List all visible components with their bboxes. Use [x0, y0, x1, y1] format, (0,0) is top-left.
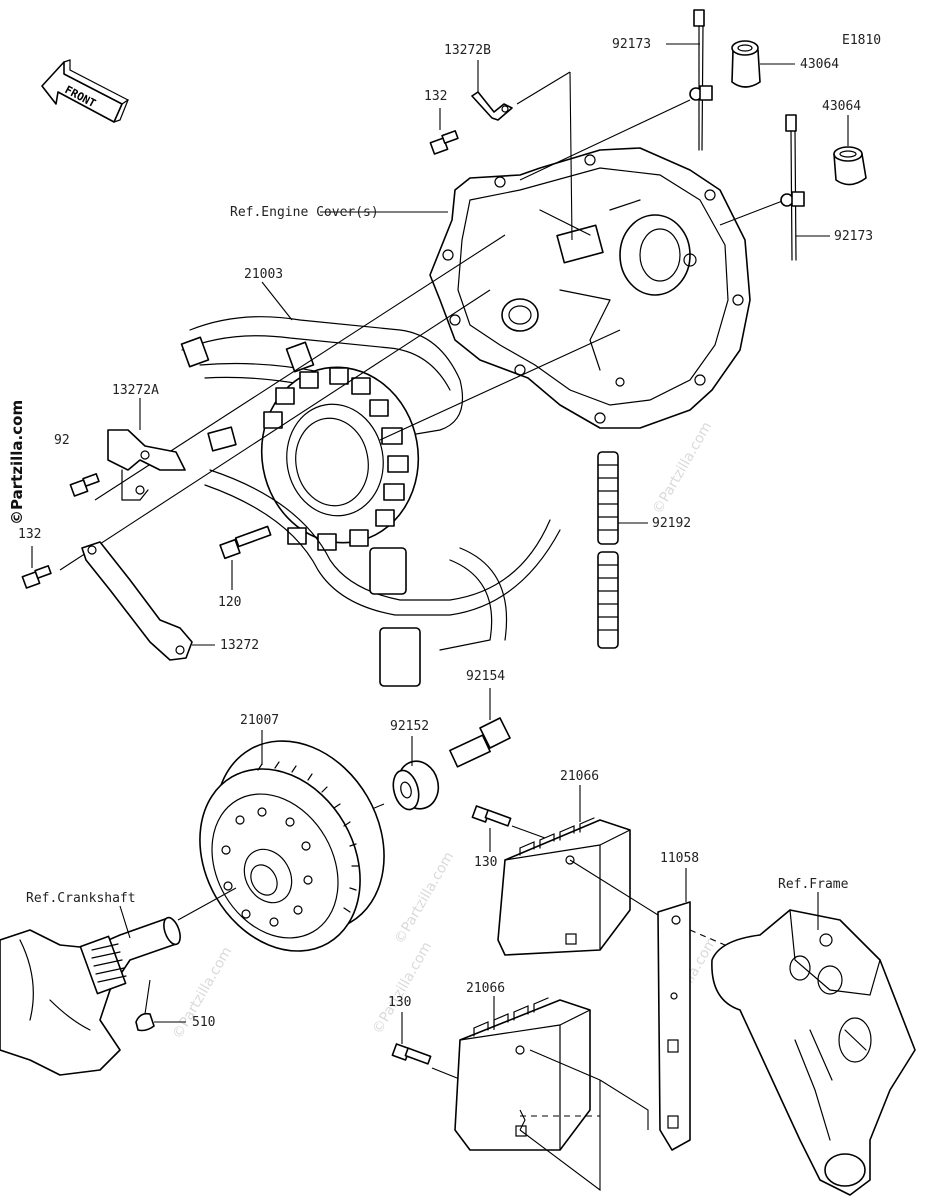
- leader: [519, 1109, 526, 1131]
- label-43064-right: 43064: [822, 99, 861, 114]
- frame: Ref.Frame: [711, 877, 916, 1196]
- watermark: ©Partzilla.com: [650, 419, 716, 517]
- bolt-130-bottom: 130: [388, 995, 432, 1065]
- leader: [431, 1067, 463, 1081]
- label-ref-frame: Ref.Frame: [778, 877, 849, 892]
- bracket-13272B: 13272B: [444, 43, 513, 121]
- key-510: 510: [135, 979, 215, 1032]
- label-130-bottom: 130: [388, 995, 411, 1010]
- bracket-13272A: 13272A: [107, 383, 186, 501]
- label-21003: 21003: [244, 267, 283, 282]
- label-130-top: 130: [474, 855, 497, 870]
- washer-92152: 92152: [390, 719, 440, 811]
- leader: [599, 1079, 649, 1130]
- regulator-21066-bottom: 21066: [454, 981, 591, 1151]
- label-92173-right: 92173: [834, 229, 873, 244]
- bolt-132-top: 132: [424, 89, 459, 155]
- leader: [519, 1080, 601, 1192]
- watermark: ©Partzilla.com: [392, 849, 458, 947]
- regulator-21066-top: 21066: [497, 769, 631, 956]
- label-11058: 11058: [660, 851, 699, 866]
- cable-tie-92173-right: 92173: [780, 114, 873, 261]
- label-21007: 21007: [240, 713, 279, 728]
- bolt-92154: 92154: [449, 669, 511, 768]
- label-92: 92: [54, 433, 70, 448]
- leader: [379, 329, 621, 441]
- label-92154: 92154: [466, 669, 505, 684]
- label-132-left: 132: [18, 527, 41, 542]
- plate-11058: 11058: [657, 851, 699, 1151]
- grommet-43064-right: 43064: [822, 99, 867, 186]
- sleeve-92192: 92192: [597, 451, 691, 649]
- label-21066-bottom: 21066: [466, 981, 505, 996]
- label-13272A: 13272A: [112, 383, 159, 398]
- bolt-120: 120: [218, 525, 272, 610]
- leader: [59, 289, 491, 571]
- stator-21003: 21003: [180, 267, 561, 687]
- label-ref-engine-cover: Ref.Engine Cover(s): [230, 205, 379, 220]
- leader: [177, 887, 237, 921]
- label-ref-crankshaft: Ref.Crankshaft: [26, 891, 136, 906]
- label-132-top: 132: [424, 89, 447, 104]
- label-92152: 92152: [390, 719, 429, 734]
- label-120: 120: [218, 595, 241, 610]
- leader: [529, 1049, 601, 1081]
- front-arrow-icon: FRONT: [41, 59, 130, 123]
- label-13272: 13272: [220, 638, 259, 653]
- watermark: ©Partzilla.com: [8, 400, 26, 525]
- label-92192: 92192: [652, 516, 691, 531]
- bolt-130-top: 130: [471, 805, 512, 870]
- flywheel-21007: 21007: [199, 713, 385, 952]
- label-510: 510: [192, 1015, 215, 1030]
- engine-cover: [429, 147, 751, 429]
- leader: [519, 99, 691, 181]
- leader: [719, 199, 786, 226]
- label-92173-top: 92173: [612, 37, 651, 52]
- label-43064-top: 43064: [800, 57, 839, 72]
- leader: [516, 71, 571, 105]
- leader: [511, 825, 546, 839]
- bracket-13272: 13272: [81, 541, 259, 661]
- bolt-left-upper: [69, 473, 100, 497]
- diagram-code: E1810: [842, 33, 881, 48]
- cable-tie-92173-top: 92173: [612, 9, 713, 151]
- grommet-43064-top: 43064: [731, 40, 839, 88]
- label-13272B: 13272B: [444, 43, 491, 58]
- bolt-132-left: 132: [18, 527, 52, 589]
- crankshaft: Ref.Crankshaft: [0, 891, 181, 1076]
- label-21066-top: 21066: [560, 769, 599, 784]
